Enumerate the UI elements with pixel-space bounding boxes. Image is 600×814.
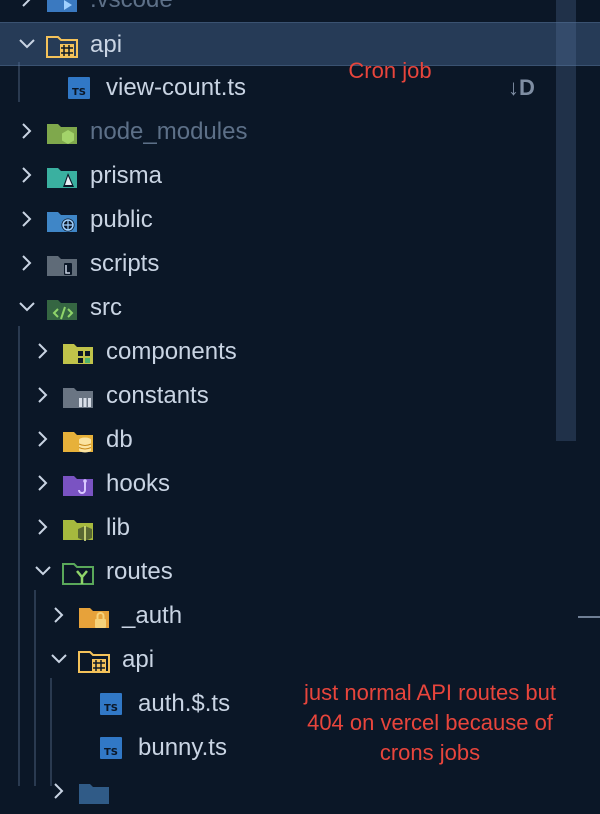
chevron-right-icon[interactable]: [46, 770, 70, 814]
folder-name: hooks: [106, 470, 171, 497]
svg-text:TS: TS: [72, 87, 86, 98]
folder-item[interactable]: .vscode: [0, 0, 600, 22]
indent-guide: [18, 62, 20, 102]
folder-item[interactable]: constants: [0, 374, 600, 418]
typescript-file-icon: TS: [62, 76, 96, 102]
svg-text:TS: TS: [104, 703, 118, 714]
routes-note-line: just normal API routes but: [304, 680, 556, 705]
chevron-down-icon[interactable]: [14, 23, 38, 67]
src-folder-icon: [46, 296, 80, 322]
svg-text:TS: TS: [104, 747, 118, 758]
hooks-folder-icon: [62, 472, 96, 498]
folder-item[interactable]: [0, 770, 600, 814]
file-item[interactable]: TS bunny.ts: [0, 726, 600, 770]
folder-item[interactable]: db: [0, 418, 600, 462]
folder-item[interactable]: _auth: [0, 594, 600, 638]
file-name: bunny.ts: [138, 734, 227, 761]
chevron-right-icon[interactable]: [46, 594, 70, 638]
indent-guide: [50, 678, 52, 786]
routes-folder-icon: [62, 560, 96, 586]
folder-item[interactable]: src: [0, 286, 600, 330]
constants-folder-icon: [62, 384, 96, 410]
lib-folder-icon: [62, 516, 96, 542]
folder-name: public: [90, 206, 153, 233]
routes-note-line: crons jobs: [379, 740, 481, 765]
routes-note-annotation: just normal API routes but 404 on vercel…: [284, 678, 576, 768]
chevron-right-icon[interactable]: [14, 110, 38, 154]
folder-item[interactable]: node_modules: [0, 110, 600, 154]
api-folder-icon: [78, 648, 112, 674]
node-folder-icon: [46, 120, 80, 146]
cron-job-annotation: Cron job: [330, 56, 450, 86]
file-name: auth.$.ts: [138, 690, 231, 717]
api-folder-icon: [46, 33, 80, 59]
chevron-right-icon[interactable]: [14, 0, 38, 22]
scroll-marker: [578, 616, 600, 618]
file-name: view-count.ts: [106, 74, 247, 101]
git-status-badge: ↓D: [508, 75, 535, 100]
chevron-right-icon[interactable]: [30, 330, 54, 374]
folder-item[interactable]: hooks: [0, 462, 600, 506]
folder-name: api: [90, 31, 123, 58]
folder-item[interactable]: api: [0, 638, 600, 682]
chevron-right-icon[interactable]: [30, 462, 54, 506]
folder-name: node_modules: [90, 118, 248, 145]
folder-item[interactable]: components: [0, 330, 600, 374]
auth-folder-icon: [78, 604, 112, 630]
folder-item[interactable]: api: [0, 22, 600, 66]
db-folder-icon: [62, 428, 96, 454]
folder-name: _auth: [122, 602, 183, 629]
folder-name: routes: [106, 558, 173, 585]
vertical-scrollbar[interactable]: [556, 0, 576, 441]
folder-name: prisma: [90, 162, 163, 189]
folder-name: .vscode: [90, 0, 173, 22]
folder-name: constants: [106, 382, 209, 409]
chevron-down-icon[interactable]: [14, 286, 38, 330]
folder-item[interactable]: scripts: [0, 242, 600, 286]
chevron-right-icon[interactable]: [14, 242, 38, 286]
indent-guide: [18, 326, 20, 786]
file-item[interactable]: TS view-count.ts ↓D: [0, 66, 600, 110]
folder-name: components: [106, 338, 237, 365]
components-folder-icon: [62, 340, 96, 366]
folder-item[interactable]: routes: [0, 550, 600, 594]
file-item[interactable]: TS auth.$.ts: [0, 682, 600, 726]
folder-item[interactable]: public: [0, 198, 600, 242]
public-folder-icon: [46, 208, 80, 234]
folder-name: db: [106, 426, 133, 453]
chevron-right-icon[interactable]: [30, 418, 54, 462]
chevron-right-icon[interactable]: [14, 198, 38, 242]
chevron-down-icon[interactable]: [46, 638, 70, 682]
scripts-folder-icon: [46, 252, 80, 278]
chevron-down-icon[interactable]: [30, 550, 54, 594]
chevron-right-icon[interactable]: [30, 374, 54, 418]
folder-name: lib: [106, 514, 131, 541]
folder-name: api: [122, 646, 155, 673]
cron-job-text: Cron job: [348, 58, 432, 83]
folder-icon: [78, 780, 112, 806]
vscode-folder-icon: [46, 0, 80, 14]
folder-item[interactable]: lib: [0, 506, 600, 550]
typescript-file-icon: TS: [94, 692, 128, 718]
chevron-right-icon[interactable]: [30, 506, 54, 550]
folder-name: src: [90, 294, 122, 321]
routes-note-line: 404 on vercel because of: [307, 710, 553, 735]
folder-name: scripts: [90, 250, 160, 277]
typescript-file-icon: TS: [94, 736, 128, 762]
chevron-right-icon[interactable]: [14, 154, 38, 198]
prisma-folder-icon: [46, 164, 80, 190]
folder-item[interactable]: prisma: [0, 154, 600, 198]
indent-guide: [34, 590, 36, 786]
